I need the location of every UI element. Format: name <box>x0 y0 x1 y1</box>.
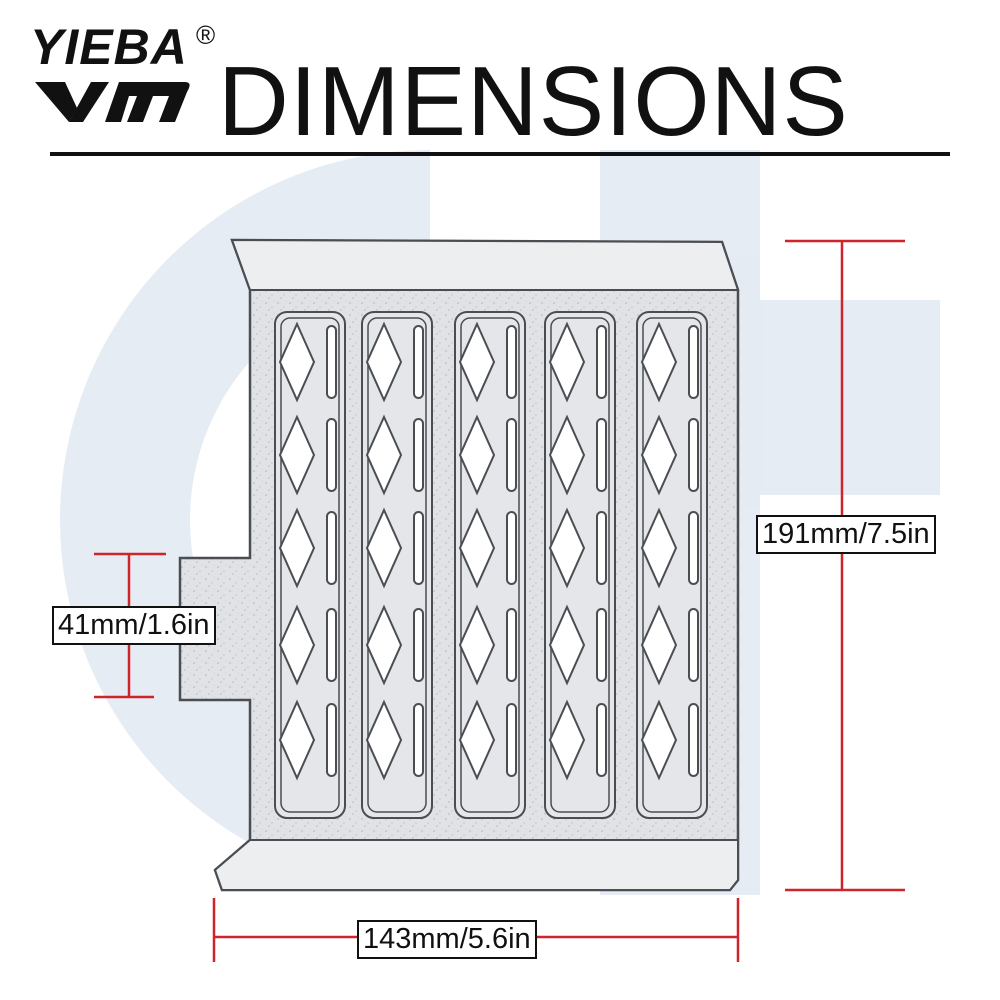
slot-cutout <box>688 511 699 585</box>
diamond-cutout <box>548 699 586 781</box>
grille-column-inner-frame <box>367 317 427 813</box>
grille-column-inner-frame <box>460 317 520 813</box>
slot-cutout <box>413 703 424 777</box>
brand-name: YIEBA <box>30 19 188 75</box>
diamond-cutout <box>365 604 403 686</box>
diamond-cutout <box>278 414 316 496</box>
tab-height-dimension-label: 41mm/1.6in <box>52 606 216 645</box>
title-underline <box>50 152 950 156</box>
diamond-cutout <box>640 699 678 781</box>
diamond-cutout <box>640 604 678 686</box>
slot-cutout <box>688 703 699 777</box>
registered-trademark: ® <box>196 20 216 50</box>
slot-cutout <box>506 418 517 492</box>
page-title: DIMENSIONS <box>218 46 849 156</box>
slot-cutout <box>326 703 337 777</box>
diamond-cutout <box>278 604 316 686</box>
diamond-cutout <box>548 507 586 589</box>
slot-cutout <box>326 511 337 585</box>
diamond-cutout <box>365 414 403 496</box>
diamond-cutout <box>548 604 586 686</box>
slot-cutout <box>413 608 424 682</box>
slot-cutout <box>413 418 424 492</box>
width-dimension-label: 143mm/5.6in <box>357 920 537 959</box>
slot-cutout <box>506 608 517 682</box>
diamond-cutout <box>548 414 586 496</box>
diamond-cutout <box>365 507 403 589</box>
diamond-cutout <box>278 699 316 781</box>
yieba-logo-mark-icon <box>35 82 190 122</box>
slot-cutout <box>326 608 337 682</box>
slot-cutout <box>688 325 699 399</box>
slot-cutout <box>596 608 607 682</box>
slot-cutout <box>326 418 337 492</box>
slot-cutout <box>506 511 517 585</box>
slot-cutout <box>596 511 607 585</box>
slot-cutout <box>688 418 699 492</box>
slot-cutout <box>506 703 517 777</box>
diamond-cutout <box>278 507 316 589</box>
diamond-cutout <box>365 699 403 781</box>
diamond-cutout <box>458 507 496 589</box>
slot-cutout <box>413 325 424 399</box>
top-flange <box>230 238 740 291</box>
diamond-cutout <box>458 604 496 686</box>
slot-cutout <box>413 511 424 585</box>
slot-cutout <box>596 418 607 492</box>
slot-cutout <box>596 325 607 399</box>
grille-column-inner-frame <box>642 317 702 813</box>
height-dimension-label: 191mm/7.5in <box>756 515 936 554</box>
grille-columns <box>274 311 708 819</box>
height-dimension-line <box>785 239 905 892</box>
slot-cutout <box>506 325 517 399</box>
diamond-cutout <box>640 414 678 496</box>
diamond-cutout <box>640 507 678 589</box>
diamond-cutout <box>458 321 496 403</box>
diamond-cutout <box>365 321 403 403</box>
slot-cutout <box>326 325 337 399</box>
grille-column-inner-frame <box>550 317 610 813</box>
slot-cutout <box>596 703 607 777</box>
bottom-flange <box>213 839 739 891</box>
grille-column-inner-frame <box>280 317 340 813</box>
diamond-cutout <box>548 321 586 403</box>
slot-cutout <box>688 608 699 682</box>
diamond-cutout <box>458 414 496 496</box>
diamond-cutout <box>278 321 316 403</box>
diamond-cutout <box>640 321 678 403</box>
diamond-cutout <box>458 699 496 781</box>
